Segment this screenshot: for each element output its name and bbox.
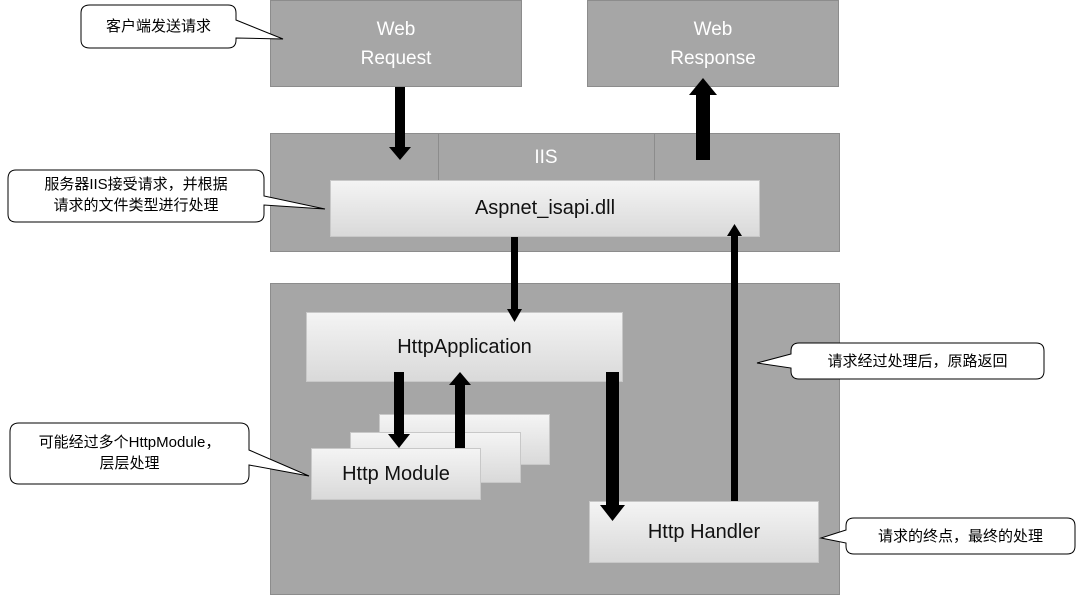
isapi-to-app-shaft — [511, 237, 518, 310]
callout-modules-bubble — [9, 422, 310, 485]
web-response-line2: Response — [670, 48, 756, 69]
callout-endpoint-text: 请求的终点，最终的处理 — [877, 528, 1043, 545]
app-to-handler-shaft — [606, 372, 619, 506]
callout-endpoint-bubble — [819, 517, 1076, 555]
web-request-box: Web Request — [270, 0, 522, 87]
iis-label: IIS — [534, 147, 558, 168]
web-request-line2: Request — [360, 48, 432, 69]
iis-divider-left — [438, 134, 439, 181]
callout-return-text: 请求经过处理后，原路返回 — [827, 353, 1008, 370]
callout-server-bubble — [7, 169, 326, 223]
callout-client-text: 客户端发送请求 — [105, 18, 211, 35]
handler-to-isapi-shaft — [731, 234, 738, 501]
http-handler-box: Http Handler — [589, 501, 819, 563]
response-arrow-head — [689, 78, 717, 95]
app-to-module-shaft — [394, 372, 404, 436]
isapi-to-app-head — [507, 309, 522, 322]
iis-divider-right — [654, 134, 655, 181]
web-response-label: Web Response — [588, 15, 838, 73]
http-application-box: HttpApplication — [306, 312, 623, 382]
web-response-box: Web Response — [587, 0, 839, 87]
response-arrow-shaft — [696, 95, 710, 160]
callout-modules-line1: 可能经过多个HttpModule， — [38, 434, 221, 451]
web-request-label: Web Request — [271, 15, 521, 73]
http-module-box: Http Module — [311, 448, 481, 500]
callout-server-text: 服务器IIS接受请求，并根据 请求的文件类型进行处理 — [8, 174, 264, 216]
app-to-handler-head — [600, 505, 625, 521]
callout-server-line2: 请求的文件类型进行处理 — [53, 197, 219, 214]
module-to-app-shaft — [455, 383, 465, 448]
module-to-app-head — [449, 372, 471, 385]
callout-client-bubble — [80, 4, 284, 49]
aspnet-isapi-box: Aspnet_isapi.dll — [330, 180, 760, 237]
callout-modules-line2: 层层处理 — [99, 455, 160, 472]
callout-modules-text: 可能经过多个HttpModule， 层层处理 — [10, 432, 249, 474]
app-to-module-head — [388, 434, 410, 448]
web-request-line1: Web — [376, 19, 416, 40]
handler-to-isapi-head — [727, 224, 742, 236]
web-response-line1: Web — [693, 19, 733, 40]
callout-server-line1: 服务器IIS接受请求，并根据 — [44, 176, 228, 193]
request-arrow-head — [389, 147, 411, 160]
request-arrow-shaft — [395, 87, 405, 147]
callout-return-bubble — [756, 342, 1045, 380]
